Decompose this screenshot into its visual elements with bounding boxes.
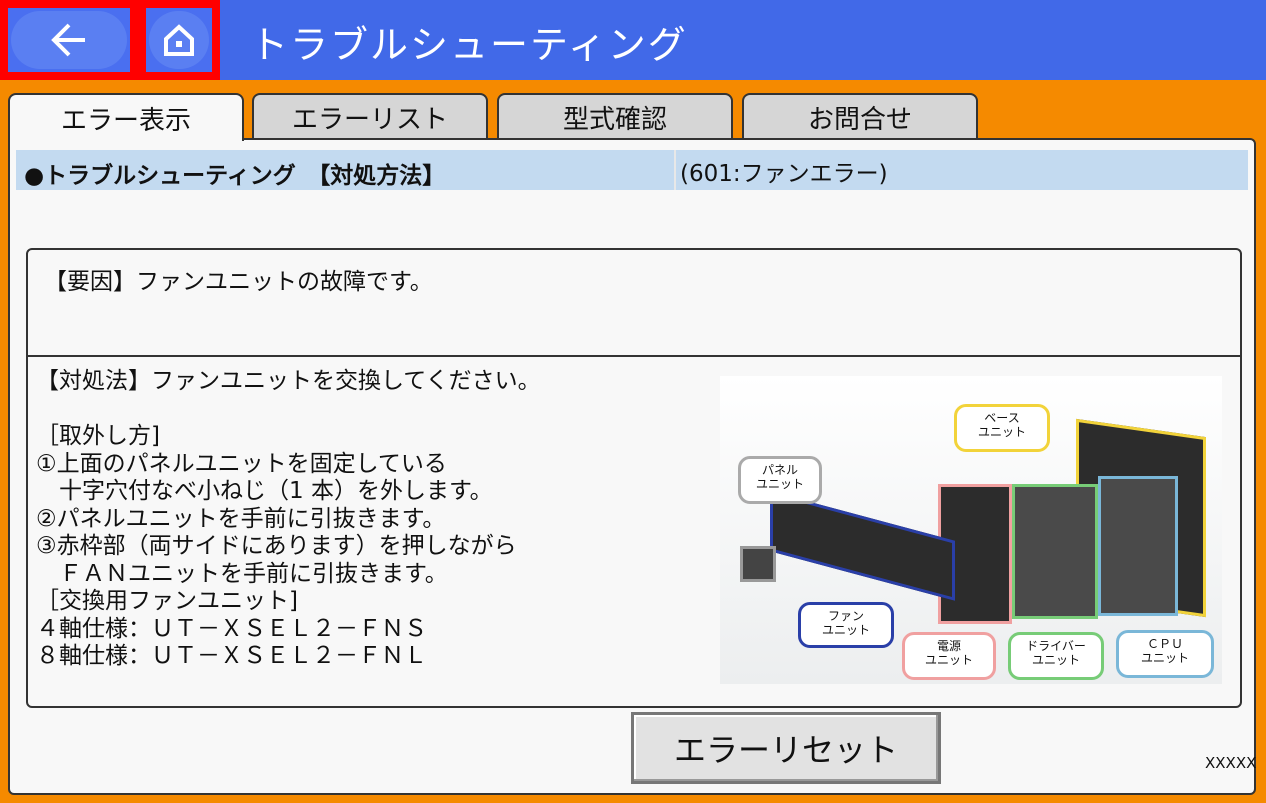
troubleshooting-box: 【要因】ファンユニットの故障です。 【対処法】ファンユニットを交換してください。… <box>26 248 1242 708</box>
panel-unit <box>740 546 776 582</box>
error-reset-button[interactable]: エラーリセット <box>631 712 941 784</box>
callout-cpu: ＣＰＵ ユニット <box>1116 630 1214 678</box>
cause-text: 【要因】ファンユニットの故障です。 <box>44 269 433 295</box>
callout-base: ベース ユニット <box>954 404 1050 452</box>
back-button[interactable] <box>0 0 138 80</box>
driver-unit <box>1012 484 1098 619</box>
unit-diagram-image: ベース ユニット パネル ユニット ファン ユニット 電源 ユニット ドライバー… <box>720 376 1222 684</box>
page-title: トラブルシューティング <box>250 23 688 67</box>
fan-unit <box>770 491 955 601</box>
divider <box>28 355 1240 357</box>
home-icon <box>164 24 194 56</box>
tab-contact[interactable]: お問合せ <box>742 93 978 139</box>
callout-driver: ドライバー ユニット <box>1008 632 1104 680</box>
tab-error-display[interactable]: エラー表示 <box>8 93 244 141</box>
callout-fan: ファン ユニット <box>798 602 894 648</box>
header: トラブルシューティング <box>0 0 1266 80</box>
remedy-text: 【対処法】ファンユニットを交換してください。 ［取外し方] ①上面のパネルユニッ… <box>36 368 541 669</box>
home-button[interactable] <box>138 0 220 80</box>
callout-power: 電源 ユニット <box>902 632 996 680</box>
arrow-left-icon <box>51 23 85 57</box>
cpu-unit <box>1098 476 1178 616</box>
screen-code: XXXXX <box>1205 754 1257 772</box>
tab-model-check[interactable]: 型式確認 <box>497 93 733 139</box>
tab-error-list[interactable]: エラーリスト <box>252 93 488 139</box>
error-code-label: (601:ファンエラー) <box>674 150 1248 190</box>
callout-panel: パネル ユニット <box>738 456 822 504</box>
info-bar: ●トラブルシューティング 【対処方法】 (601:ファンエラー) <box>16 150 1248 190</box>
section-title: ●トラブルシューティング 【対処方法】 <box>24 163 446 189</box>
